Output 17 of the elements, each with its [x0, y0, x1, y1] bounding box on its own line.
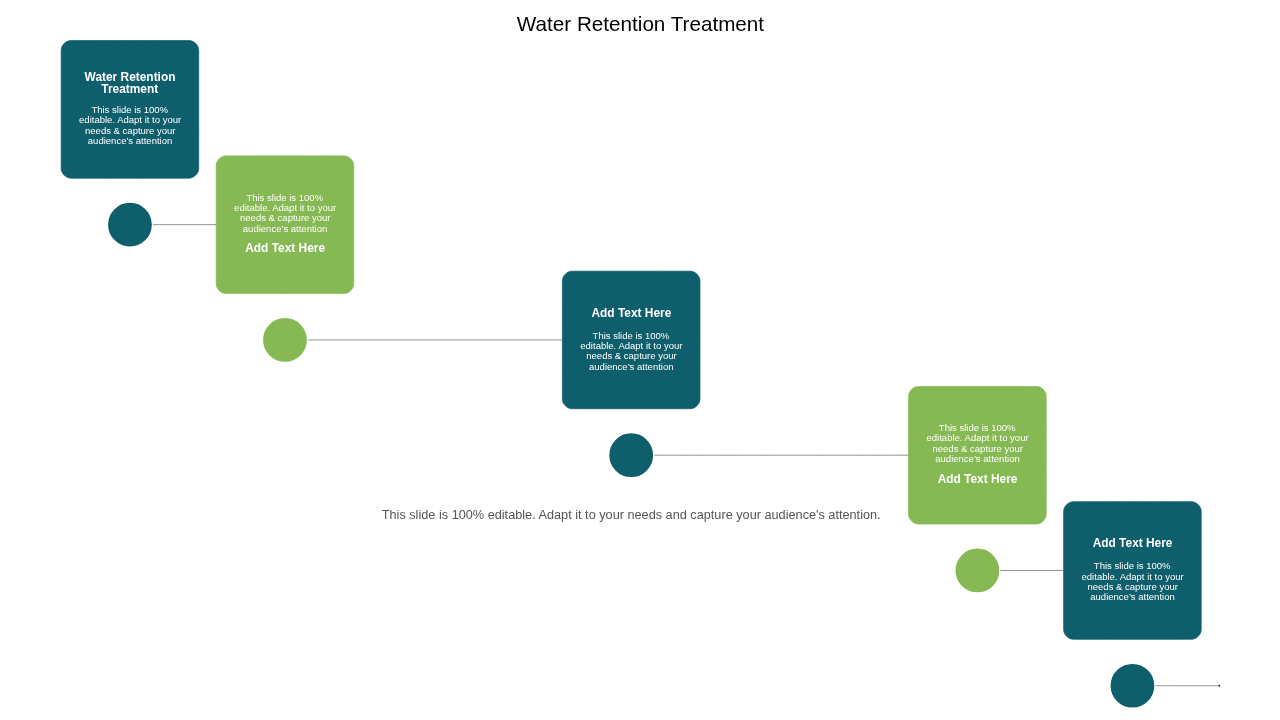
connector	[1154, 685, 1219, 687]
node-box: This slide is 100% editable. Adapt it to your needs & capture your audience’s attention Add Text Here	[907, 386, 1047, 525]
label: This slide is 100% editable. Adapt it to your needs and capture your audience's attention.	[381, 506, 881, 522]
node-circle	[1107, 661, 1157, 710]
node-circle	[105, 200, 154, 249]
diagram-title: Water Retention Treatment	[516, 11, 764, 35]
node-box: Add Text Here This slide is 100% editable. Adapt it to your needs & capture your audience’s attention	[561, 270, 700, 410]
node-circle	[606, 430, 655, 480]
connector	[152, 224, 216, 226]
connector	[653, 454, 909, 456]
connector	[999, 570, 1064, 571]
node-circle	[952, 546, 1002, 595]
node-box: This slide is 100% editable. Adapt it to your needs & capture your audience’s attention Add Text Here	[215, 155, 354, 294]
connector	[307, 339, 563, 341]
node-box: Add Text Here This slide is 100% editable. Adapt it to your needs & capture your audience’s attention	[1062, 501, 1202, 640]
node-box: Water Retention Treatment This slide is 100% editable. Adapt it to your needs & capture your audience’s attention	[60, 40, 199, 179]
node-circle	[260, 315, 309, 365]
